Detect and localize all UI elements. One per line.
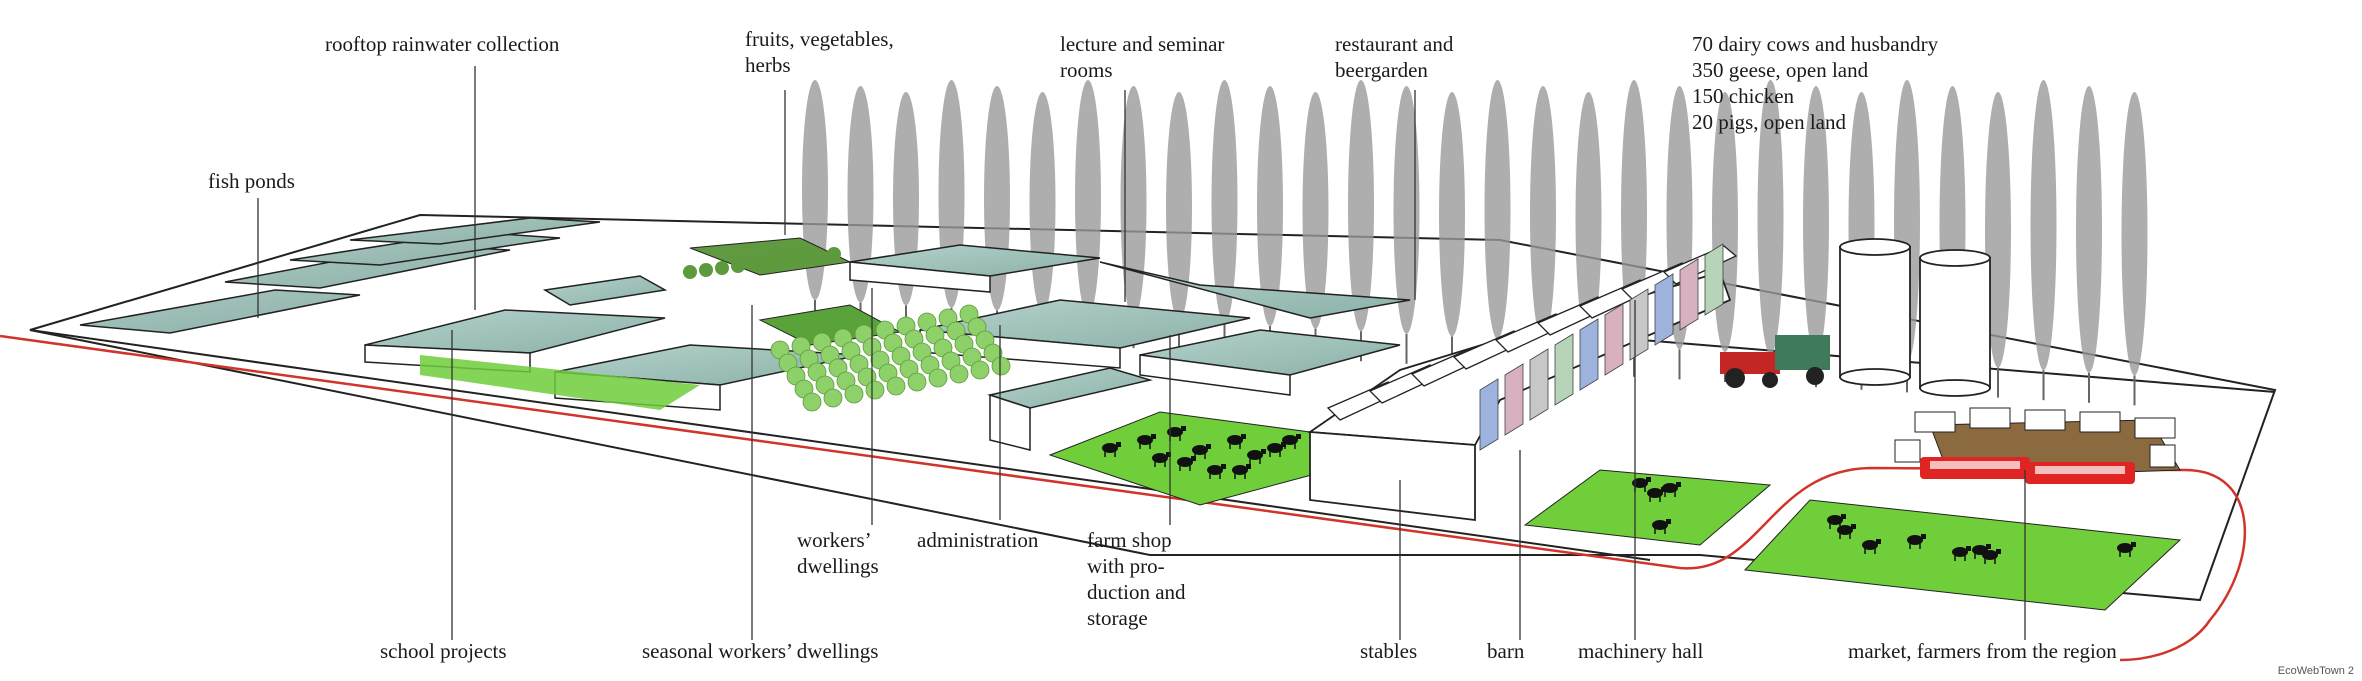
poplar-tree xyxy=(1257,86,1283,326)
label-machinery-hall: machinery hall xyxy=(1578,639,1704,663)
cow-icon xyxy=(1247,449,1266,464)
orchard-tree xyxy=(823,388,843,408)
label-administration: administration xyxy=(917,528,1039,552)
label-seasonal-workers: seasonal workers’ dwellings xyxy=(642,639,879,663)
cow-icon xyxy=(1862,539,1881,554)
poplar-tree xyxy=(1757,80,1784,355)
poplar-tree xyxy=(1575,92,1602,345)
orchard-tree xyxy=(907,372,927,392)
orchard-tree xyxy=(844,384,864,404)
barn-door xyxy=(1529,348,1549,421)
barn-door xyxy=(1479,378,1499,451)
barn-door xyxy=(1629,288,1649,361)
cow-icon xyxy=(1102,442,1121,457)
barn-door xyxy=(1504,363,1524,436)
barn-door xyxy=(1654,273,1674,346)
cow-icon xyxy=(1827,514,1846,529)
barn-door xyxy=(1554,333,1574,406)
label-market: market, farmers from the region xyxy=(1848,639,2117,663)
label-lecture-rooms: lecture and seminar rooms xyxy=(1060,32,1225,82)
cow-icon xyxy=(1267,442,1286,457)
cow-icon xyxy=(1837,524,1856,539)
label-fruits-vegetables: fruits, vegetables, herbs xyxy=(745,27,894,77)
orchard-tree xyxy=(991,356,1011,376)
cow-herd xyxy=(1102,426,2136,564)
orchard-tree xyxy=(802,392,822,412)
tram-icon xyxy=(1920,457,2135,484)
label-farm-shop: farm shop with pro- duction and storage xyxy=(1087,528,1186,630)
label-animals: 70 dairy cows and husbandry 350 geese, o… xyxy=(1692,32,1939,134)
vegetable-row-plant xyxy=(683,265,697,279)
machinery-hall-sawtooth-roof xyxy=(1326,245,1738,421)
orchard-tree xyxy=(970,360,990,380)
poplar-tree xyxy=(1484,80,1511,339)
label-fish-ponds: fish ponds xyxy=(208,169,295,193)
cow-icon xyxy=(1232,464,1251,479)
fish-ponds xyxy=(79,217,601,334)
vegetable-row-plant xyxy=(715,261,729,275)
barn-colored-doors xyxy=(1479,243,1724,451)
image-credit: EcoWebTown 2 xyxy=(2277,665,2354,677)
cow-icon xyxy=(1662,482,1681,497)
poplar-tree xyxy=(2076,86,2102,373)
cow-icon xyxy=(1907,534,1926,549)
poplar-tree xyxy=(1211,80,1238,324)
vegetable-row-plant xyxy=(827,247,841,261)
orchard-trees xyxy=(683,247,1011,412)
poplar-tree xyxy=(1530,86,1556,342)
cow-icon xyxy=(1282,434,1301,449)
vegetable-row-plant xyxy=(811,249,825,263)
label-workers-dwellings: workers’ dwellings xyxy=(797,528,879,578)
vegetable-row-plant xyxy=(763,255,777,269)
poplar-tree xyxy=(1985,92,2011,368)
vegetable-row-plant xyxy=(747,257,761,271)
cow-icon xyxy=(2117,542,2136,557)
cow-icon xyxy=(1207,464,1226,479)
label-school-projects: school projects xyxy=(380,639,507,663)
leader-lines xyxy=(257,66,2026,640)
cow-icon xyxy=(1952,546,1971,561)
label-restaurant: restaurant and beergarden xyxy=(1335,32,1454,82)
label-stables: stables xyxy=(1360,639,1418,663)
poplar-tree xyxy=(1029,92,1056,313)
poplar-tree xyxy=(1803,86,1829,358)
barn-door xyxy=(1579,318,1599,391)
stables-building xyxy=(1307,270,1732,522)
orchard-tree xyxy=(865,380,885,400)
barn-door xyxy=(1704,243,1724,316)
vegetable-row-plant xyxy=(795,251,809,265)
orchard-tree xyxy=(928,368,948,388)
poplar-tree xyxy=(1166,91,1192,321)
poplar-tree xyxy=(1302,92,1329,329)
cow-icon xyxy=(1137,434,1156,449)
orchard-tree xyxy=(886,376,906,396)
poplar-tree xyxy=(1393,85,1420,334)
cow-pasture-barn xyxy=(1523,469,1772,546)
orchard-tree xyxy=(949,364,969,384)
site-boundary-line xyxy=(0,334,2247,662)
poplar-tree xyxy=(1120,86,1147,319)
barn-door xyxy=(1604,303,1624,376)
vegetable-row-plant xyxy=(731,259,745,273)
cow-icon xyxy=(1652,519,1671,534)
poplar-tree xyxy=(847,86,874,303)
vegetable-row-plant xyxy=(779,253,793,267)
label-barn: barn xyxy=(1487,639,1525,663)
cow-icon xyxy=(1177,456,1196,471)
barn-door xyxy=(1679,258,1699,331)
poplar-tree xyxy=(2030,80,2057,371)
label-rooftop-rainwater: rooftop rainwater collection xyxy=(325,32,560,56)
poplar-tree xyxy=(1348,80,1374,332)
cow-icon xyxy=(1982,549,2001,564)
poplar-tree xyxy=(1075,80,1101,316)
vegetable-row-plant xyxy=(699,263,713,277)
silos xyxy=(1839,238,1991,397)
cow-icon xyxy=(1227,434,1246,449)
cow-icon xyxy=(1152,452,1171,467)
poplar-tree xyxy=(2121,92,2148,376)
tractor-icon xyxy=(1720,335,1830,388)
poplar-tree xyxy=(1439,92,1465,337)
